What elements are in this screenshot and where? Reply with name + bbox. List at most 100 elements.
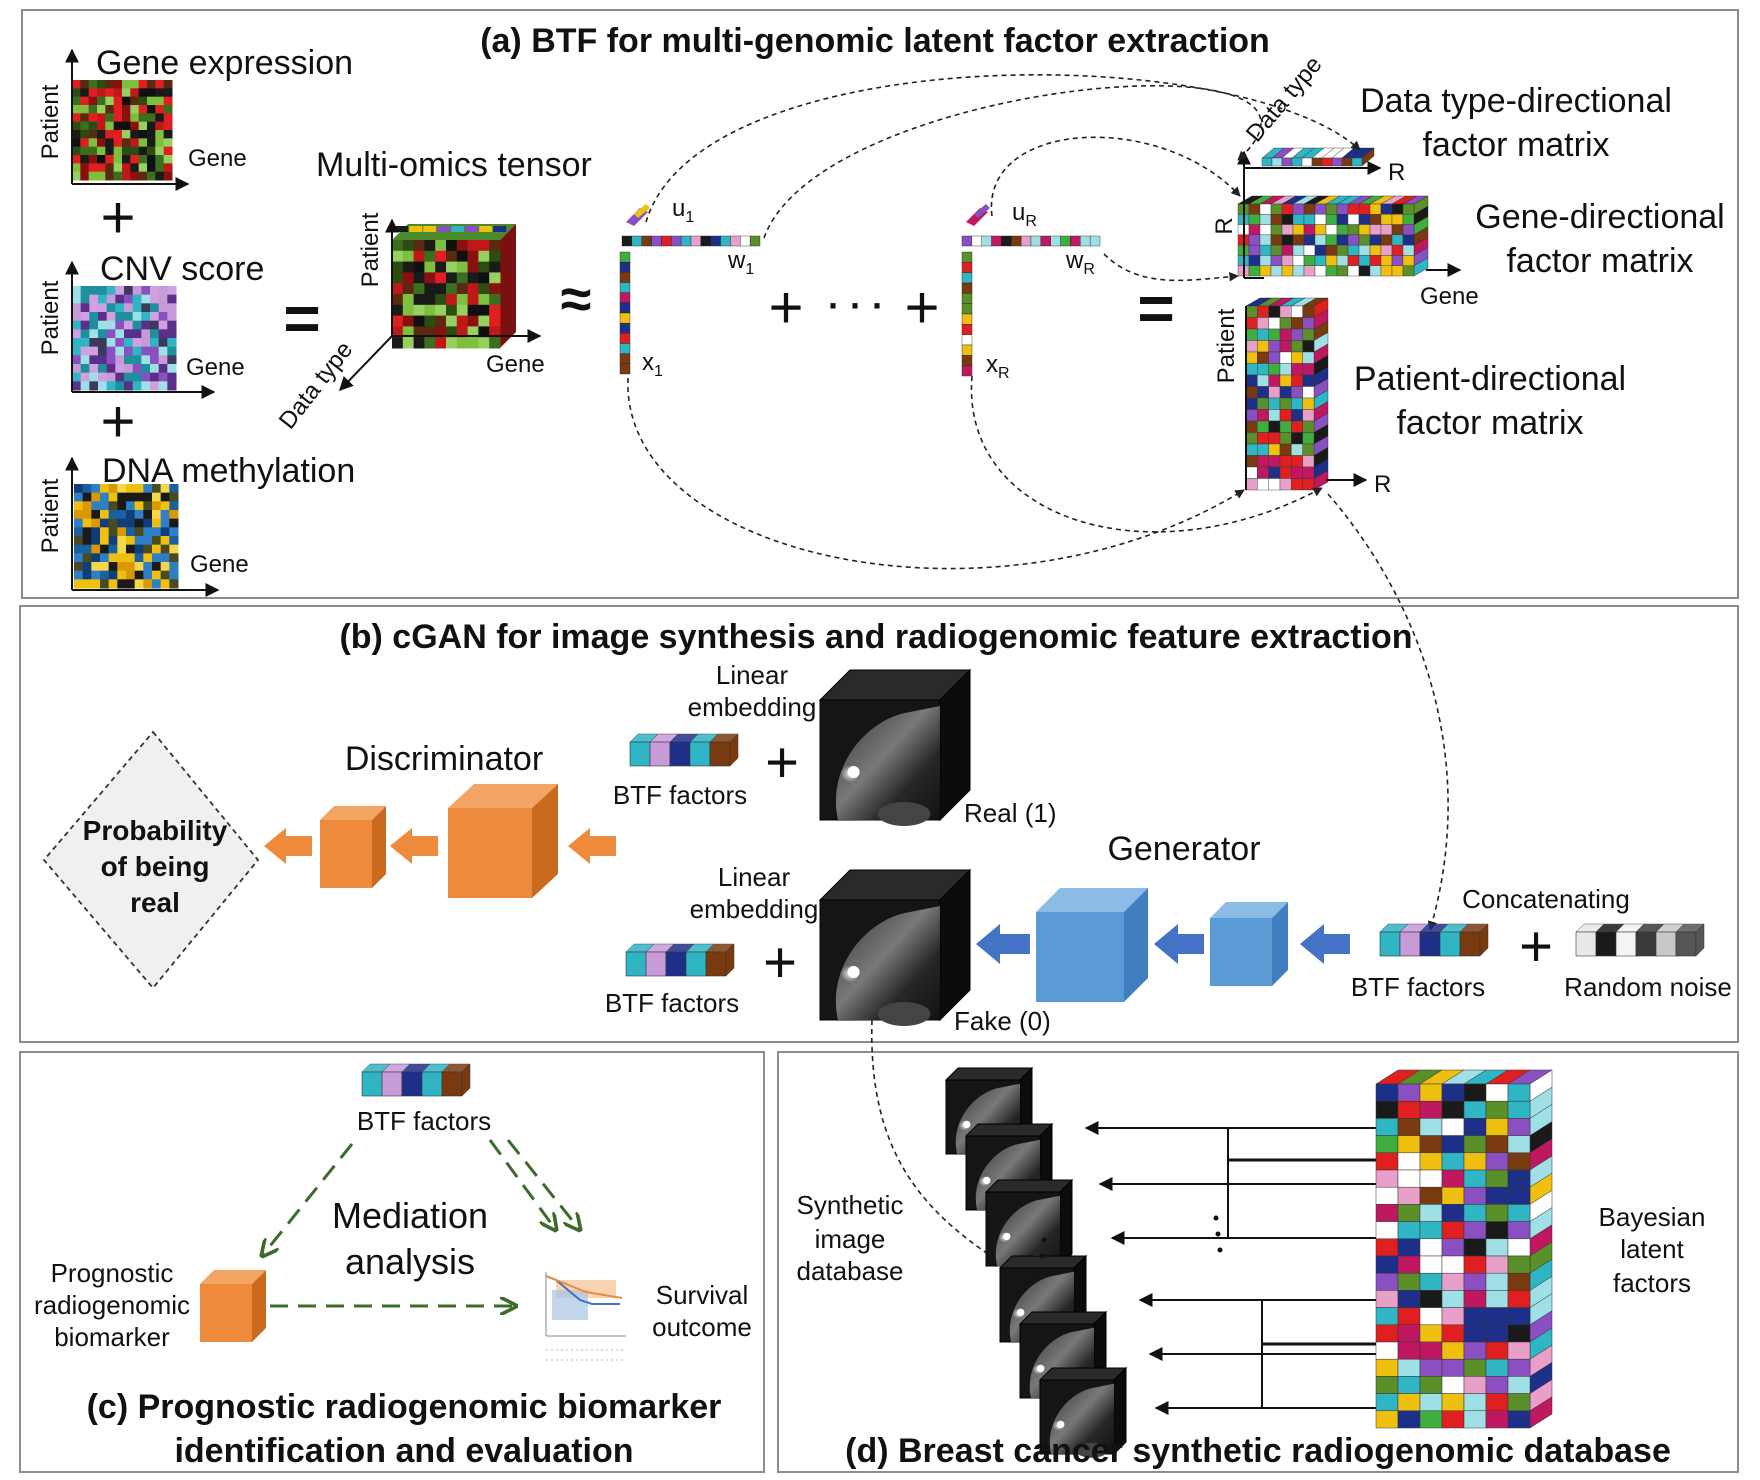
x1-label: x1 bbox=[642, 349, 663, 380]
btf-factor-bar-generator bbox=[1379, 923, 1489, 957]
cnv-score-label: CNV score bbox=[100, 250, 264, 288]
btf-factor-bar-real bbox=[629, 733, 739, 767]
w1-label: w1 bbox=[727, 247, 754, 278]
gen-arrow-3 bbox=[1300, 924, 1350, 964]
probability-diamond bbox=[42, 730, 260, 990]
approx-sign: ≈ bbox=[561, 267, 592, 330]
biomarker-cube bbox=[200, 1270, 266, 1342]
database-arrows bbox=[1084, 1121, 1376, 1415]
disc-arrow-right bbox=[568, 828, 616, 864]
gene-expression-label: Gene expression bbox=[96, 44, 353, 82]
u1-label: u1 bbox=[672, 195, 694, 226]
plus-sign-2: + bbox=[100, 388, 135, 455]
disc-arrow-left bbox=[264, 828, 312, 864]
panel-a-border bbox=[21, 9, 1739, 599]
cnv-y-axis-label: Patient bbox=[37, 280, 64, 355]
plus-fake: + bbox=[763, 930, 797, 995]
gen-block-large bbox=[1036, 888, 1148, 1002]
fake-to-database-curve bbox=[871, 1019, 1001, 1263]
cnv-x-axis-label: Gene bbox=[186, 354, 245, 381]
mediation-label-2: analysis bbox=[345, 1241, 475, 1282]
gene-factor-matrix bbox=[1237, 195, 1429, 277]
xR-label: xR bbox=[986, 351, 1010, 382]
bayesian-label-1: Bayesian bbox=[1599, 1202, 1706, 1232]
synthetic-image-stack-top bbox=[944, 1066, 1074, 1270]
wR-label: wR bbox=[1065, 247, 1095, 278]
survival-label-2: outcome bbox=[652, 1312, 752, 1342]
rank1-component-1 bbox=[619, 204, 761, 375]
plus-sign-4: + bbox=[904, 274, 939, 341]
biomarker-label-1: Prognostic bbox=[51, 1258, 174, 1288]
linear-embedding-fake-2: embedding bbox=[690, 894, 819, 924]
mediation-arrows bbox=[262, 1139, 580, 1306]
patient-factor-matrix bbox=[1245, 297, 1329, 491]
plus-generator: + bbox=[1519, 914, 1553, 979]
linear-embedding-real-1: Linear bbox=[716, 660, 789, 690]
real-label: Real (1) bbox=[964, 798, 1056, 828]
plus-sign-1: + bbox=[100, 184, 135, 251]
rank1-component-R bbox=[961, 204, 1101, 377]
bayesian-label-2: latent bbox=[1620, 1234, 1684, 1264]
fake-mri-image bbox=[818, 868, 972, 1026]
concatenating-label: Concatenating bbox=[1462, 884, 1630, 914]
tensor-patient-axis-label: Patient bbox=[357, 212, 384, 287]
plus-sign-3: + bbox=[768, 274, 803, 341]
synthetic-db-label-2: image bbox=[815, 1224, 886, 1254]
gene-expression-heatmap bbox=[72, 80, 173, 181]
stack-ellipsis-dots bbox=[1037, 1215, 1223, 1275]
ellipsis: · · · bbox=[828, 285, 884, 326]
panel-b-border bbox=[19, 605, 1739, 1043]
bayesian-latent-factor-matrix bbox=[1375, 1069, 1553, 1429]
datatype-r-label: R bbox=[1388, 159, 1405, 186]
gen-arrow-1 bbox=[976, 924, 1030, 964]
real-mri-image bbox=[818, 668, 972, 826]
dna-methylation-y-axis-label: Patient bbox=[37, 478, 64, 553]
random-noise-label: Random noise bbox=[1564, 972, 1732, 1002]
btf-factors-label-c: BTF factors bbox=[357, 1106, 491, 1136]
linear-embedding-fake-1: Linear bbox=[718, 862, 791, 892]
tensor-label: Multi-omics tensor bbox=[316, 146, 592, 184]
datatype-factor-matrix bbox=[1261, 147, 1375, 167]
synthetic-image-stack-bottom bbox=[998, 1254, 1128, 1458]
dna-methylation-heatmap bbox=[74, 484, 179, 589]
patient-factor-matrix-label-2: factor matrix bbox=[1396, 404, 1583, 442]
btf-factors-label-real: BTF factors bbox=[613, 780, 747, 810]
bayesian-label-3: factors bbox=[1613, 1268, 1691, 1298]
dna-methylation-x-axis-label: Gene bbox=[190, 551, 249, 578]
dna-methylation-label: DNA methylation bbox=[102, 452, 355, 490]
patient-factor-matrix-label-1: Patient-directional bbox=[1354, 360, 1626, 398]
panel-c-title-2: identification and evaluation bbox=[174, 1432, 633, 1470]
btf-factor-bar-mediation bbox=[361, 1063, 471, 1097]
generator-label: Generator bbox=[1107, 830, 1260, 868]
patient-r-axis-label: R bbox=[1374, 471, 1391, 498]
datatype-factor-matrix-label-1: Data type-directional bbox=[1360, 82, 1672, 120]
datatype-factor-matrix-label-2: factor matrix bbox=[1422, 126, 1609, 164]
panel-d-title: (d) Breast cancer synthetic radiogenomic… bbox=[845, 1432, 1671, 1470]
mediation-label-1: Mediation bbox=[332, 1195, 488, 1236]
biomarker-label-3: biomarker bbox=[54, 1322, 170, 1352]
disc-block-large bbox=[448, 784, 558, 898]
synthetic-db-label-1: Synthetic bbox=[797, 1190, 904, 1220]
plus-real: + bbox=[765, 730, 799, 795]
patient-axis-label: Patient bbox=[1213, 308, 1240, 383]
biomarker-label-2: radiogenomic bbox=[34, 1290, 190, 1320]
uR-label: uR bbox=[1012, 199, 1037, 230]
gene-expression-x-axis-label: Gene bbox=[188, 145, 247, 172]
multi-omics-tensor-cube bbox=[392, 224, 516, 349]
disc-arrow-mid bbox=[390, 828, 438, 864]
equals-sign-2: = bbox=[1137, 272, 1174, 344]
gen-arrow-2 bbox=[1154, 924, 1204, 964]
probability-label-3: real bbox=[130, 887, 180, 918]
factor-matrix-axes bbox=[1237, 150, 1462, 490]
discriminator-label: Discriminator bbox=[345, 740, 543, 778]
panel-c-title-1: (c) Prognostic radiogenomic biomarker bbox=[87, 1388, 722, 1426]
panel-d-border bbox=[777, 1051, 1739, 1473]
random-noise-bar bbox=[1575, 923, 1705, 957]
factor-correspondence-curves bbox=[627, 74, 1449, 931]
tensor-gene-axis-label: Gene bbox=[486, 351, 545, 378]
gene-factor-matrix-label-1: Gene-directional bbox=[1475, 198, 1724, 236]
btf-factors-label-generator: BTF factors bbox=[1351, 972, 1485, 1002]
gene-r-axis-label: R bbox=[1211, 217, 1238, 234]
probability-label-2: of being bbox=[101, 851, 210, 882]
gen-block-small bbox=[1210, 902, 1288, 986]
